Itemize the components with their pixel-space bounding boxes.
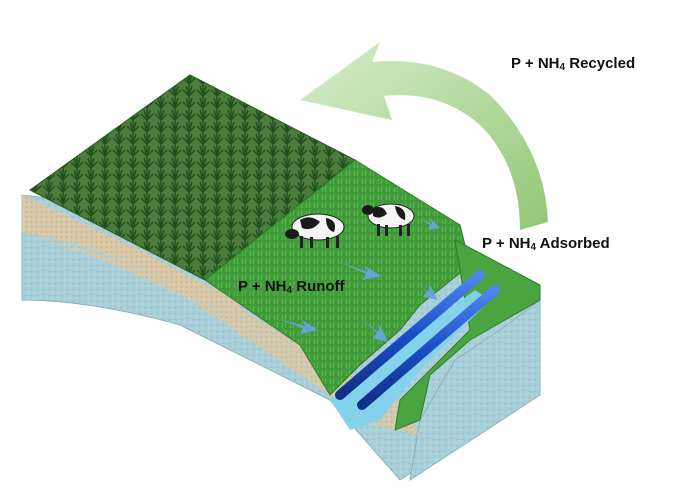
cow-icon bbox=[285, 213, 345, 248]
recycle-arrow-icon bbox=[300, 42, 548, 230]
riparian-grass bbox=[394, 239, 541, 431]
label-adsorbed: P + NH4 Adsorbed bbox=[482, 235, 610, 253]
label-recycled: P + NH4 Recycled bbox=[511, 55, 635, 73]
label-runoff: P + NH4 Runoff bbox=[238, 278, 346, 296]
filter-tube-icon bbox=[335, 270, 500, 410]
cow-icon bbox=[362, 203, 415, 236]
soil-slope bbox=[22, 232, 420, 435]
flow-arrow-icon bbox=[275, 218, 440, 342]
